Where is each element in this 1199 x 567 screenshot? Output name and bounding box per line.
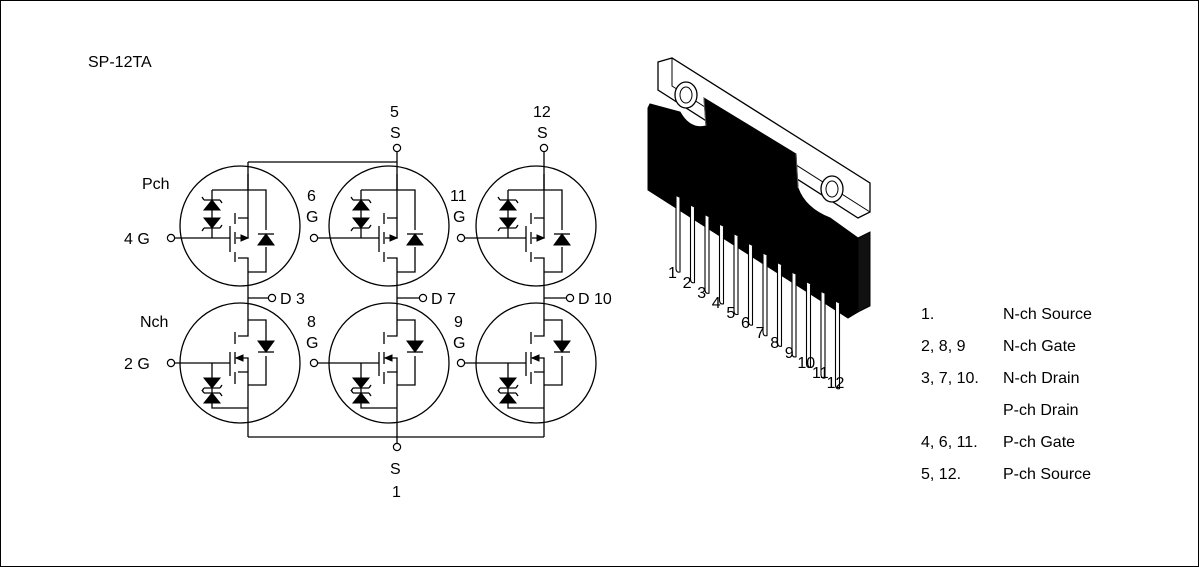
terminal-2: [166, 358, 176, 368]
pin-number-9: 9: [785, 345, 794, 362]
terminal-10: [565, 293, 575, 303]
drain-10-label: D 10: [578, 291, 612, 308]
pin-number-6: 6: [741, 315, 750, 332]
gate-9-number: 9: [454, 314, 463, 331]
pch-mosfet-3: [475, 165, 597, 287]
mounting-hole-1-inner: [679, 86, 693, 104]
body-step-edge-2: [795, 153, 799, 189]
gate-2-label: 2 G: [124, 356, 150, 373]
legend-desc-2: N-ch Gate: [1003, 338, 1076, 355]
package-leads: [675, 196, 841, 390]
lead-4: [718, 224, 725, 305]
lead-10: [805, 282, 812, 369]
gate-11-number: 11: [450, 188, 467, 205]
terminal-1: [392, 442, 402, 452]
terminal-4: [166, 233, 176, 243]
pin-legend: 1. N-ch Source 2, 8, 9 N-ch Gate 3, 7, 1…: [921, 306, 1092, 483]
source-12-number: 12: [533, 104, 551, 121]
legend-desc-4: P-ch Drain: [1003, 402, 1079, 419]
gate-6-number: 6: [307, 188, 316, 205]
package-title: SP-12TA: [88, 54, 152, 71]
pch-label: Pch: [142, 176, 170, 193]
legend-desc-6: P-ch Source: [1003, 466, 1091, 483]
gate-11-letter: G: [453, 209, 465, 226]
mounting-hole-2: [820, 175, 844, 203]
pin-number-2: 2: [683, 275, 692, 292]
lead-11: [820, 292, 826, 379]
pin-number-4: 4: [712, 295, 721, 312]
mounting-hole-1: [674, 81, 698, 109]
terminal-11: [456, 233, 466, 243]
source-5-letter: S: [390, 125, 401, 142]
terminal-12: [539, 143, 549, 153]
terminal-3: [267, 293, 277, 303]
drain-7-label: D 7: [431, 291, 456, 308]
pin-number-3: 3: [697, 285, 706, 302]
terminal-9: [456, 358, 466, 368]
legend-pins-2: 2, 8, 9: [921, 338, 966, 355]
pin-number-5: 5: [726, 305, 735, 322]
pin-number-10: 10: [797, 355, 815, 372]
terminal-7: [418, 293, 428, 303]
package-body-side: [857, 231, 871, 313]
drain-3-label: D 3: [280, 291, 305, 308]
body-step-edge: [703, 97, 707, 127]
legend-pins-5: 4, 6, 11.: [921, 434, 978, 451]
gate-6-letter: G: [306, 209, 318, 226]
legend-pins-3: 3, 7, 10.: [921, 370, 979, 387]
circuit-diagram: 5 S 12 S S 1 Pch Nch 4 G 2 G 6 G 11 G 8 …: [124, 104, 612, 501]
source-12-letter: S: [537, 125, 548, 142]
lead-3: [704, 215, 710, 294]
gate-8-letter: G: [306, 335, 318, 352]
lead-1: [675, 196, 681, 273]
pin-number-12: 12: [827, 375, 845, 392]
terminal-8: [309, 358, 319, 368]
pch-mosfet-1: [179, 165, 301, 287]
pin-number-1: 1: [668, 265, 677, 282]
source-1-letter: S: [390, 461, 401, 478]
gate-9-letter: G: [453, 335, 465, 352]
legend-pins-1: 1.: [921, 306, 934, 323]
pch-mosfet-2: [328, 165, 450, 287]
pin-number-7: 7: [756, 325, 765, 342]
lead-5: [733, 234, 739, 316]
heatsink-edge: [671, 58, 871, 213]
lead-8: [776, 263, 783, 347]
source-5-number: 5: [390, 104, 399, 121]
gate-8-number: 8: [307, 314, 316, 331]
mounting-hole-2-inner: [825, 180, 839, 198]
lead-6: [747, 244, 754, 326]
legend-desc-5: P-ch Gate: [1003, 434, 1075, 451]
legend-desc-3: N-ch Drain: [1003, 370, 1079, 387]
lead-2: [689, 205, 696, 284]
gate-4-label: 4 G: [124, 231, 150, 248]
nch-label: Nch: [140, 314, 168, 331]
pin-number-11: 11: [812, 365, 829, 382]
legend-pins-6: 5, 12.: [921, 466, 961, 483]
lead-9: [791, 272, 797, 358]
terminal-5: [392, 143, 402, 153]
pin-number-8: 8: [770, 335, 779, 352]
lead-7: [762, 253, 768, 337]
legend-desc-1: N-ch Source: [1003, 306, 1092, 323]
lead-12: [834, 301, 841, 390]
terminal-6: [309, 233, 319, 243]
source-1-number: 1: [392, 484, 401, 501]
